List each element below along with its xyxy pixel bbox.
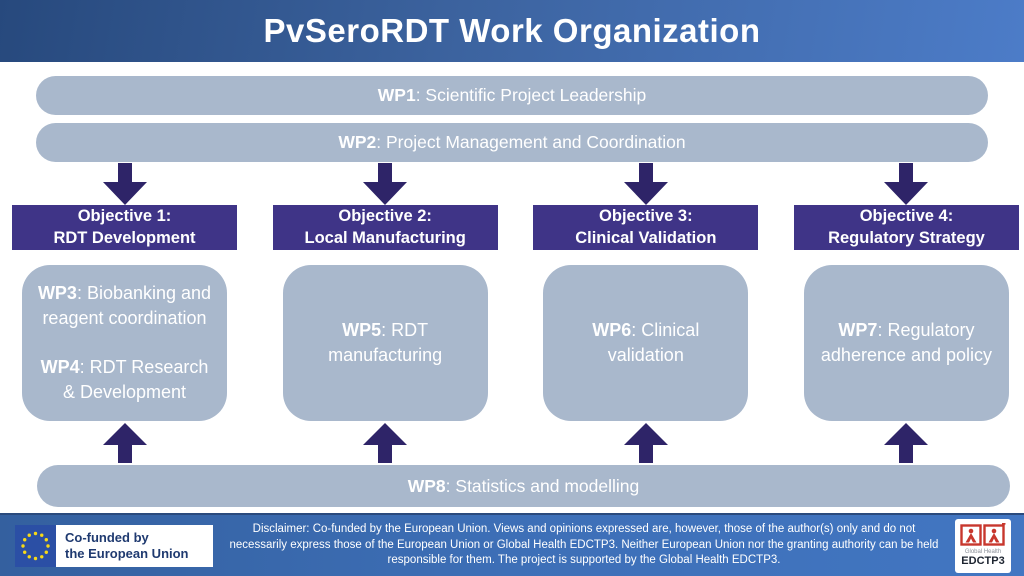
wp3-label: WP3 <box>37 283 77 304</box>
wp4-text: : RDT Research & Development <box>62 357 214 402</box>
wp3-text: : Biobanking and reagent coordination <box>42 283 217 329</box>
objective-4-line2: Regulatory Strategy <box>828 228 985 247</box>
eu-cofunded-line2: the European Union <box>65 545 189 561</box>
wp8-text: : Statistics and modelling <box>445 475 640 496</box>
wp4-item: WP4: RDT Research & Development <box>36 355 213 405</box>
edctp3-globalhealth-text: Global Health <box>964 549 1002 556</box>
wp2-bar: WP2: Project Management and Coordination <box>36 123 988 162</box>
down-arrow-icon <box>623 163 668 205</box>
page-title: PvSeroRDT Work Organization <box>263 12 761 49</box>
down-arrow-icon <box>884 163 929 205</box>
up-arrow-icon <box>102 423 147 463</box>
wp7-label: WP7 <box>838 320 878 341</box>
wp6-text: : Clinical validation <box>607 320 705 365</box>
wp8-bar: WP8: Statistics and modelling <box>37 465 1010 507</box>
footer-banner: Co-funded by the European Union Disclaim… <box>0 513 1024 576</box>
up-arrow-icon <box>884 423 929 463</box>
wp7-box: WP7: Regulatory adherence and policy <box>803 265 1009 421</box>
objective-3-line2: Clinical Validation <box>575 228 717 247</box>
objective-1-box: Objective 1: RDT Development <box>12 205 237 250</box>
wp3-item: WP3: Biobanking and reagent coordination <box>36 281 213 331</box>
wp1-label: WP1 <box>377 85 416 105</box>
wp8-label: WP8 <box>407 475 446 496</box>
eu-cofunded-text: Co-funded by the European Union <box>56 524 213 567</box>
up-arrow-icon <box>363 423 408 463</box>
objective-2-line1: Objective 2: <box>338 206 432 225</box>
wp2-label: WP2 <box>338 132 377 152</box>
wp1-text: : Scientific Project Leadership <box>415 85 647 105</box>
eu-cofunded-line1: Co-funded by <box>65 529 149 545</box>
column-objective-2: Objective 2: Local Manufacturing WP5: RD… <box>272 163 498 463</box>
objective-2-line2: Local Manufacturing <box>304 228 466 247</box>
objective-columns: Objective 1: RDT Development WP3: Bioban… <box>12 163 1019 463</box>
eu-flag-icon <box>15 524 56 567</box>
objective-4-box: Objective 4: Regulatory Strategy <box>793 205 1019 250</box>
objective-1-line1: Objective 1: <box>77 206 172 225</box>
wp2-text: : Project Management and Coordination <box>376 132 686 152</box>
down-arrow-icon <box>363 163 408 205</box>
wp7-text: : Regulatory adherence and policy <box>820 320 993 365</box>
objective-4-line1: Objective 4: <box>859 206 954 225</box>
wp5-label: WP5 <box>342 320 382 341</box>
objective-1-line2: RDT Development <box>53 228 196 247</box>
column-objective-1: Objective 1: RDT Development WP3: Bioban… <box>12 163 237 463</box>
up-arrow-icon <box>623 423 668 463</box>
wp3-wp4-box: WP3: Biobanking and reagent coordination… <box>22 265 227 421</box>
edctp3-logo: Global Health EDCTP3 <box>955 518 1011 573</box>
wp5-box: WP5: RDT manufacturing <box>282 265 488 421</box>
disclaimer-text: Disclaimer: Co-funded by the European Un… <box>229 523 939 567</box>
wp5-text: : RDT manufacturing <box>328 320 443 365</box>
objective-3-box: Objective 3: Clinical Validation <box>533 205 759 250</box>
column-objective-3: Objective 3: Clinical Validation WP6: Cl… <box>533 163 759 463</box>
column-objective-4: Objective 4: Regulatory Strategy WP7: Re… <box>793 163 1019 463</box>
wp6-box: WP6: Clinical validation <box>543 265 749 421</box>
edctp3-name-text: EDCTP3 <box>961 555 1005 568</box>
objective-2-box: Objective 2: Local Manufacturing <box>272 205 498 250</box>
wp6-label: WP6 <box>592 320 632 341</box>
header-banner: PvSeroRDT Work Organization <box>0 0 1024 62</box>
wp5-item: WP5: RDT manufacturing <box>297 318 474 368</box>
wp1-bar: WP1: Scientific Project Leadership <box>36 76 988 115</box>
edctp3-figures-icon <box>960 523 1006 546</box>
wp6-item: WP6: Clinical validation <box>557 318 734 368</box>
down-arrow-icon <box>102 163 147 205</box>
wp4-label: WP4 <box>40 357 80 377</box>
objective-3-line1: Objective 3: <box>599 206 693 225</box>
eu-cofunded-logo: Co-funded by the European Union <box>15 524 213 567</box>
wp7-item: WP7: Regulatory adherence and policy <box>818 318 995 368</box>
